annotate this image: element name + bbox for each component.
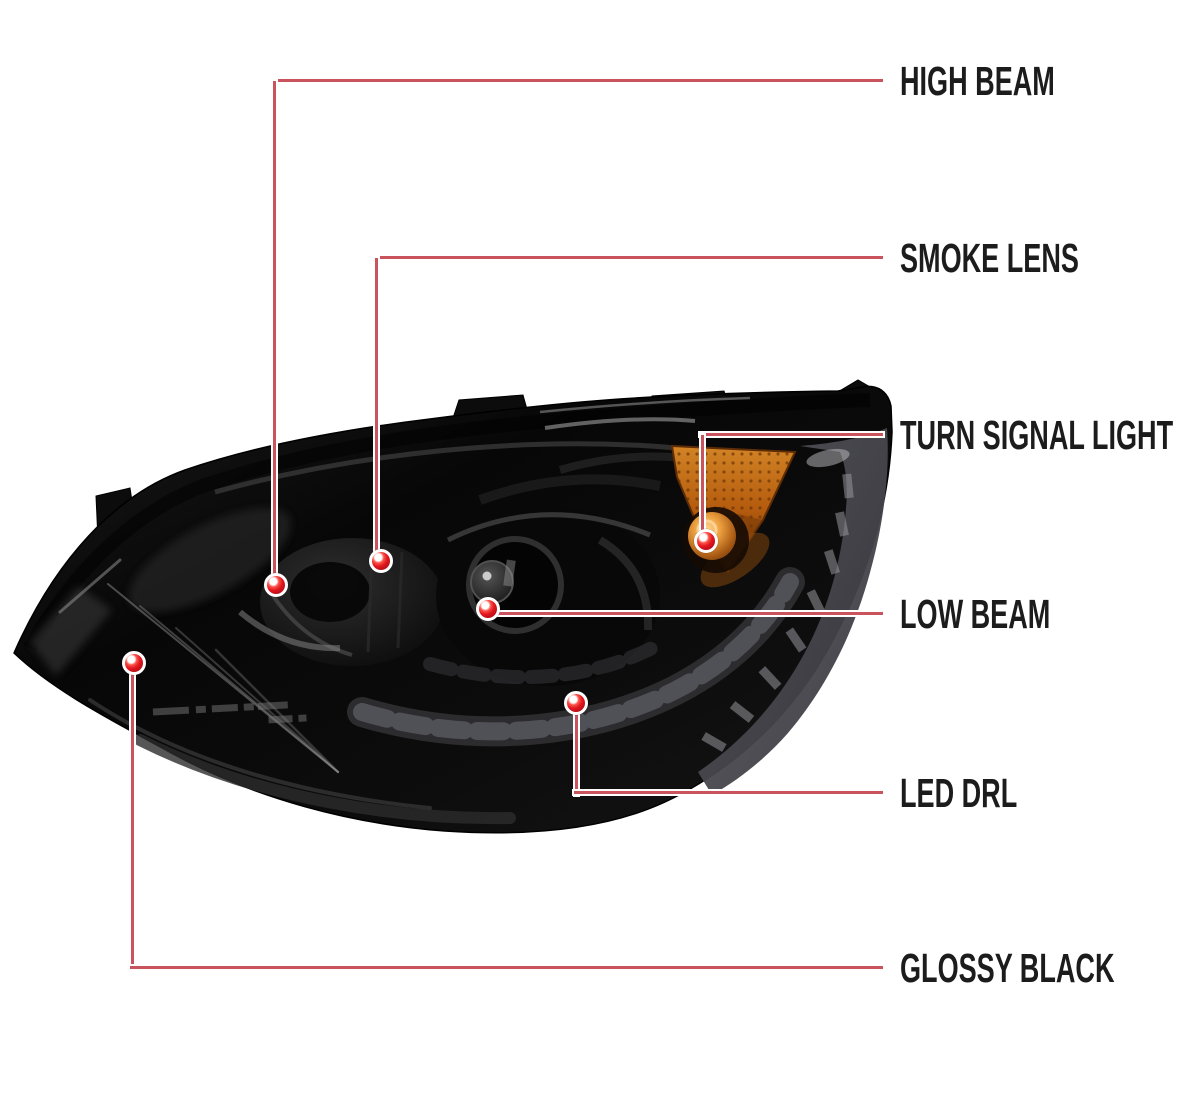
led-drl-strip <box>88 567 805 825</box>
high-beam-label: HIGH BEAM <box>900 58 1055 104</box>
low-beam-callout-line-h <box>486 610 885 617</box>
glossy-black-label: GLOSSY BLACK <box>900 945 1115 991</box>
glossy-black-callout-line-h <box>128 964 885 971</box>
low-beam-label: LOW BEAM <box>900 591 1051 637</box>
turn-signal-label: TURN SIGNAL LIGHT <box>900 412 1174 458</box>
high-beam-marker <box>264 573 288 597</box>
led-drl-callout-line-v <box>572 703 580 797</box>
glossy-black-callout-line-v <box>128 663 136 972</box>
glossy-black-marker <box>122 651 146 675</box>
high-beam-callout-line-h <box>270 77 885 84</box>
high-beam-callout-line-v <box>270 79 278 589</box>
low-beam-projector <box>436 506 660 686</box>
led-drl-callout-line-h <box>572 789 885 796</box>
low-beam-marker <box>476 597 500 621</box>
led-drl-marker <box>564 691 588 715</box>
smoke-lens-label: SMOKE LENS <box>900 235 1079 281</box>
etched-marking <box>152 701 307 724</box>
turn-signal-callout-line-h <box>698 431 885 438</box>
led-drl-label: LED DRL <box>900 770 1018 816</box>
smoke-lens-callout-line-h <box>372 254 885 261</box>
smoke-lens-marker <box>369 549 393 573</box>
reflection-streaks <box>30 508 340 774</box>
smoke-lens-callout-line-v <box>372 256 380 565</box>
turn-signal-marker <box>694 529 718 553</box>
